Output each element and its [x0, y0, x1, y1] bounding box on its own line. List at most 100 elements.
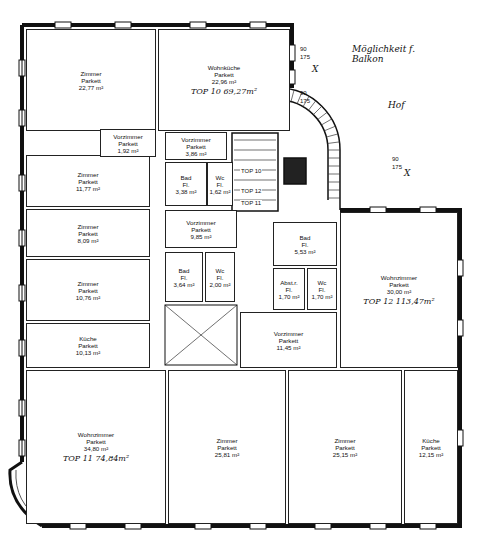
room: ZimmerParkett25,81 m² [168, 370, 286, 524]
floor-type: Parkett [86, 438, 106, 445]
room: WohnkücheParkett22,96 m²TOP 10 69,27m² [158, 29, 290, 131]
room-name: Zimmer [78, 171, 99, 178]
room-name: Küche [79, 335, 97, 342]
floor-type: Parkett [78, 342, 98, 349]
room-name: Zimmer [335, 437, 356, 444]
window [55, 22, 71, 28]
stair-step [234, 140, 276, 141]
room-name: Abst.r. [280, 279, 298, 286]
stair-step [291, 90, 294, 102]
window [250, 22, 266, 28]
room-area: 9,85 m² [191, 233, 212, 240]
room-area: 3,86 m² [186, 150, 207, 157]
kitchen: KücheParkett10,13 m² [26, 323, 150, 368]
unit-area-note: TOP 12 113,47m² [363, 297, 434, 306]
stair-step [324, 126, 335, 131]
room-area: 1,62 m² [210, 188, 231, 195]
floor-type: Parkett [217, 444, 237, 451]
room-name: Vorzimmer [113, 133, 143, 140]
room-name: Zimmer [81, 70, 102, 77]
floor-type: Parkett [81, 77, 101, 84]
hall: VorzimmerParkett11,45 m² [240, 312, 337, 368]
stair-step [234, 160, 276, 161]
floor-type: Parkett [421, 444, 441, 451]
room: ZimmerParkett8,09 m² [26, 209, 150, 257]
room-area: 10,76 m² [76, 294, 100, 301]
room-name: Wc [216, 267, 225, 274]
stair-step [328, 190, 340, 191]
room-area: 30,00 m² [387, 288, 411, 295]
floor-type: Parkett [78, 230, 98, 237]
room: WohnzimmerParkett34,80 m² TOP 11 74,84m² [26, 370, 166, 524]
stair-step [328, 198, 340, 199]
room: ZimmerParkett22,77 m² [26, 29, 156, 131]
handwritten-mark: X [404, 168, 410, 178]
window-dimension: 175 [300, 98, 310, 105]
room-name: Zimmer [217, 437, 238, 444]
stair-step [326, 134, 338, 137]
handwritten-note: Möglichkeit f. Balkon [352, 44, 432, 64]
room-name: Wc [216, 174, 225, 181]
room-area: 1,92 m² [118, 147, 139, 154]
room-area: 11,45 m² [277, 344, 301, 351]
room-name: Vorzimmer [186, 219, 216, 226]
floor-type: Fl. [217, 181, 224, 188]
room-name: Küche [422, 437, 440, 444]
floor-type: Parkett [335, 444, 355, 451]
room-name: Bad [178, 267, 189, 274]
room-area: 3,38 m² [176, 188, 197, 195]
floor-type: Fl. [302, 241, 309, 248]
stair-step [328, 142, 340, 144]
floor-type: Fl. [181, 274, 188, 281]
stair-step [313, 106, 321, 114]
room: ZimmerParkett25,15 m² [288, 370, 402, 524]
floor-type: Parkett [118, 140, 138, 147]
room: ZimmerParkett10,76 m² [26, 259, 150, 321]
room-name: Wohnzimmer [78, 431, 114, 438]
room-area: 25,81 m² [215, 451, 239, 458]
stair-step [328, 166, 340, 167]
room: ZimmerParkett11,77 m² [26, 155, 150, 207]
toilet: WcFl.1,62 m² [207, 162, 234, 206]
bathroom: BadFl.5,53 m² [273, 222, 337, 266]
toilet: WcFl.1,70 m² [307, 268, 337, 310]
floor-type: Parkett [191, 226, 211, 233]
window-dimension: 175 [392, 164, 402, 171]
unit-label: TOP 11 [240, 200, 262, 207]
stair-step [234, 180, 276, 181]
stair-step [318, 112, 328, 119]
floor-type: Parkett [186, 143, 206, 150]
stair-step [328, 174, 340, 175]
floor-type: Parkett [214, 71, 234, 78]
floor-type: Fl. [319, 286, 326, 293]
room-name: Zimmer [78, 280, 99, 287]
stair-step [328, 158, 340, 159]
room-area: 34,80 m² [84, 445, 108, 452]
room-name: Zimmer [78, 223, 99, 230]
hall: VorzimmerParkett9,85 m² [165, 210, 237, 248]
window-dimension: 90 [300, 90, 307, 97]
room-name: Bad [299, 234, 310, 241]
unit-area-note: TOP 11 74,84m² [63, 454, 129, 463]
bathroom: BadFl.3,38 m² [165, 162, 207, 206]
handwritten-mark: X [312, 64, 318, 74]
room-name: Vorzimmer [181, 136, 211, 143]
room-area: 1,70 m² [312, 293, 333, 300]
room: WohnzimmerParkett30,00 m²TOP 12 113,47m² [340, 212, 458, 368]
room-area: 11,77 m² [76, 185, 100, 192]
kitchen: KücheParkett12,15 m² [404, 370, 458, 524]
hall: VorzimmerParkett1,92 m² [100, 129, 156, 157]
handwritten-note: Hof [388, 100, 405, 110]
room-name: Wohnzimmer [381, 274, 417, 281]
unit-area-note: TOP 10 69,27m² [191, 87, 257, 96]
toilet: WcFl.2,00 m² [205, 252, 235, 302]
room-name: Wc [318, 279, 327, 286]
window [190, 22, 206, 28]
room-area: 12,15 m² [419, 451, 443, 458]
floor-type: Parkett [78, 178, 98, 185]
storage-room: Abst.r.Fl.1,70 m² [273, 268, 305, 310]
window-dimension: 90 [392, 156, 399, 163]
floor-type: Parkett [78, 287, 98, 294]
stair-step [234, 150, 276, 151]
